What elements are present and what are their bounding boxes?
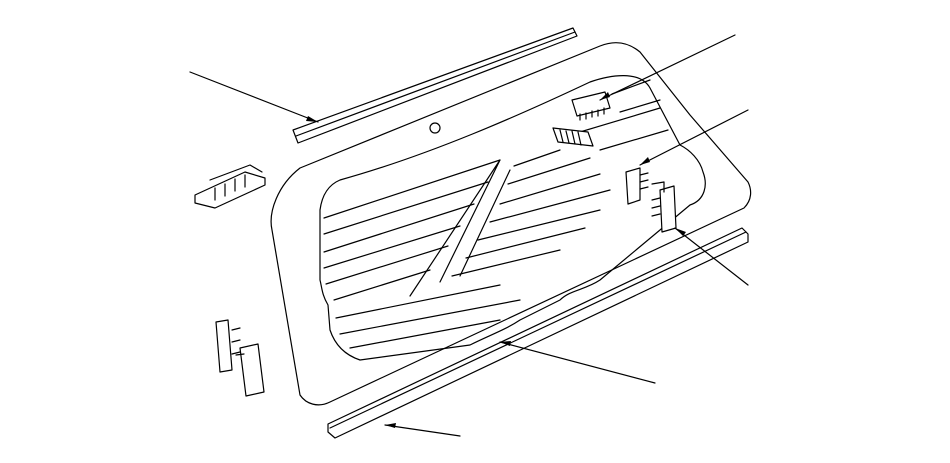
- defogger-grid-lines: [323, 79, 669, 349]
- mounting-hole: [429, 122, 441, 134]
- leader-lines: [189, 34, 749, 437]
- upper-molding: [292, 27, 578, 144]
- leader-arrowheads: [306, 92, 686, 428]
- side-connector-left: [625, 167, 649, 205]
- defogger-terminal-upper: [571, 91, 611, 121]
- defogger-area-outline: [319, 75, 706, 361]
- clip-lower: [215, 319, 265, 397]
- upper-molding-edge: [295, 31, 576, 137]
- lower-molding-edge: [329, 231, 747, 429]
- lower-molding: [327, 227, 749, 439]
- clip-upper: [194, 164, 266, 209]
- side-connector-right: [651, 181, 677, 233]
- defogger-terminal-lower: [552, 127, 594, 147]
- rear-glass-outline: [270, 42, 752, 406]
